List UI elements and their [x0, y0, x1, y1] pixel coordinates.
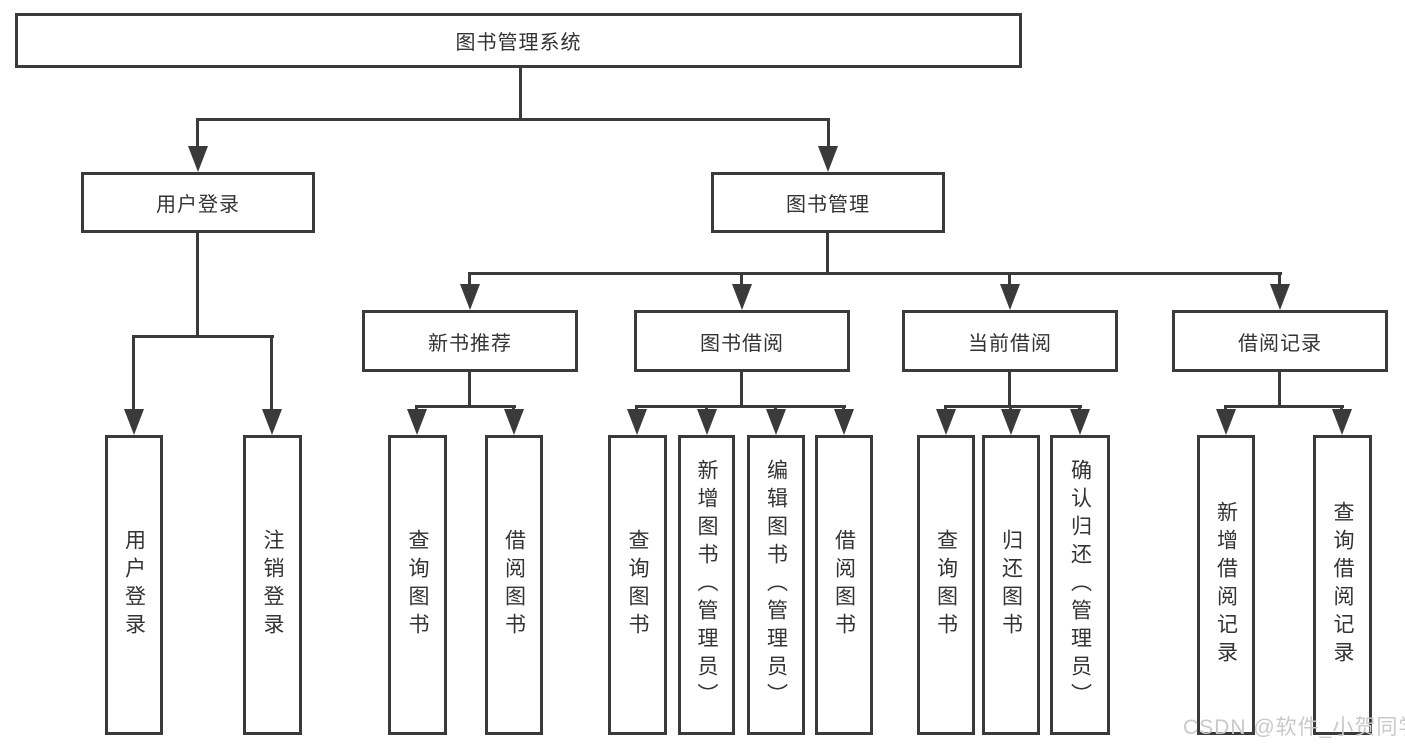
arrow-down-icon	[1000, 284, 1020, 310]
node-query-borrow-record: 查询借阅记录	[1313, 435, 1372, 735]
node-label: 新增借阅记录	[1214, 501, 1238, 669]
arrow-down-icon	[627, 409, 647, 435]
node-label: 注销登录	[261, 529, 284, 641]
connector-level3-bus	[468, 272, 1282, 275]
connector-current-borrowing-trunk	[1008, 372, 1011, 408]
arrow-down-icon	[124, 409, 144, 435]
node-user-login: 用户登录	[81, 172, 315, 233]
node-label: 用户登录	[156, 194, 240, 216]
node-label: 图书管理	[786, 194, 870, 216]
connector-stub-user-login	[196, 118, 199, 151]
node-borrowing-records: 借阅记录	[1172, 310, 1388, 372]
node-label: 归还图书	[999, 529, 1023, 641]
node-book-borrowing: 图书借阅	[634, 310, 850, 372]
connector-book-borrowing-bus	[635, 405, 846, 408]
node-label: 查询图书	[934, 529, 958, 641]
node-label: 查询图书	[406, 529, 429, 641]
arrow-down-icon	[504, 409, 524, 435]
arrow-down-icon	[732, 284, 752, 310]
connector-book-management-trunk	[826, 233, 829, 275]
arrow-down-icon	[460, 284, 480, 310]
connector-stub-borrowing-records	[1278, 272, 1281, 288]
csdn-watermark: CSDN @软件_小贺同学	[1183, 716, 1405, 739]
node-return-books: 归还图书	[982, 435, 1040, 735]
node-label: 借阅图书	[502, 529, 526, 641]
connector-borrowing-records-bus	[1224, 405, 1344, 408]
node-edit-book-admin: 编辑图书（管理员）	[747, 435, 805, 735]
arrow-down-icon	[188, 146, 208, 172]
node-label: 查询图书	[626, 529, 649, 641]
node-label: 图书借阅	[700, 332, 784, 355]
connector-stub-book-management	[827, 118, 830, 151]
arrow-down-icon	[1216, 409, 1236, 435]
node-label: 当前借阅	[968, 332, 1052, 355]
node-label: 用户登录	[122, 529, 146, 641]
node-library-system: 图书管理系统	[15, 13, 1022, 68]
connector-book-borrowing-trunk	[740, 372, 743, 408]
connector-root-trunk	[519, 68, 522, 118]
connector-new-book-bus	[415, 405, 516, 408]
arrow-down-icon	[697, 409, 717, 435]
arrow-down-icon	[766, 409, 786, 435]
connector-stub-new-book	[468, 272, 471, 288]
connector-user-login-bus	[132, 335, 274, 338]
node-add-borrow-record: 新增借阅记录	[1197, 435, 1255, 735]
connector-borrowing-records-trunk	[1278, 372, 1281, 408]
connector-stub-login-leaf	[132, 335, 135, 413]
connector-user-login-trunk	[196, 233, 199, 335]
node-logout: 注销登录	[243, 435, 302, 735]
node-label: 确认归还（管理员）	[1068, 459, 1092, 711]
connector-stub-logout-leaf	[270, 335, 273, 413]
connector-level2-bus	[196, 118, 830, 121]
node-query-books-borrowing: 查询图书	[608, 435, 667, 735]
arrow-down-icon	[407, 409, 427, 435]
node-current-borrowing: 当前借阅	[902, 310, 1118, 372]
node-add-book-admin: 新增图书（管理员）	[678, 435, 735, 735]
node-confirm-return-admin: 确认归还（管理员）	[1050, 435, 1110, 735]
node-borrow-books: 借阅图书	[815, 435, 873, 735]
connector-new-book-trunk	[468, 372, 471, 408]
node-label: 图书管理系统	[455, 32, 582, 54]
node-label: 编辑图书（管理员）	[764, 459, 788, 711]
arrow-down-icon	[818, 146, 838, 172]
node-label: 查询借阅记录	[1331, 501, 1354, 669]
connector-stub-book-borrowing	[740, 272, 743, 288]
connector-stub-current-borrowing	[1008, 272, 1011, 288]
node-new-book-recommend: 新书推荐	[362, 310, 578, 372]
arrow-down-icon	[262, 409, 282, 435]
arrow-down-icon	[936, 409, 956, 435]
arrow-down-icon	[1332, 409, 1352, 435]
node-label: 借阅记录	[1238, 332, 1322, 355]
node-label: 新增图书（管理员）	[695, 459, 718, 711]
arrow-down-icon	[1070, 409, 1090, 435]
arrow-down-icon	[834, 409, 854, 435]
node-query-books-recommend: 查询图书	[388, 435, 447, 735]
node-query-books-current: 查询图书	[917, 435, 975, 735]
node-book-management: 图书管理	[711, 172, 945, 233]
node-user-login-leaf: 用户登录	[105, 435, 163, 735]
node-label: 新书推荐	[428, 332, 512, 355]
arrow-down-icon	[1001, 409, 1021, 435]
node-label: 借阅图书	[832, 529, 856, 641]
connector-current-borrowing-bus	[944, 405, 1082, 408]
node-borrow-books-recommend: 借阅图书	[485, 435, 543, 735]
arrow-down-icon	[1270, 284, 1290, 310]
